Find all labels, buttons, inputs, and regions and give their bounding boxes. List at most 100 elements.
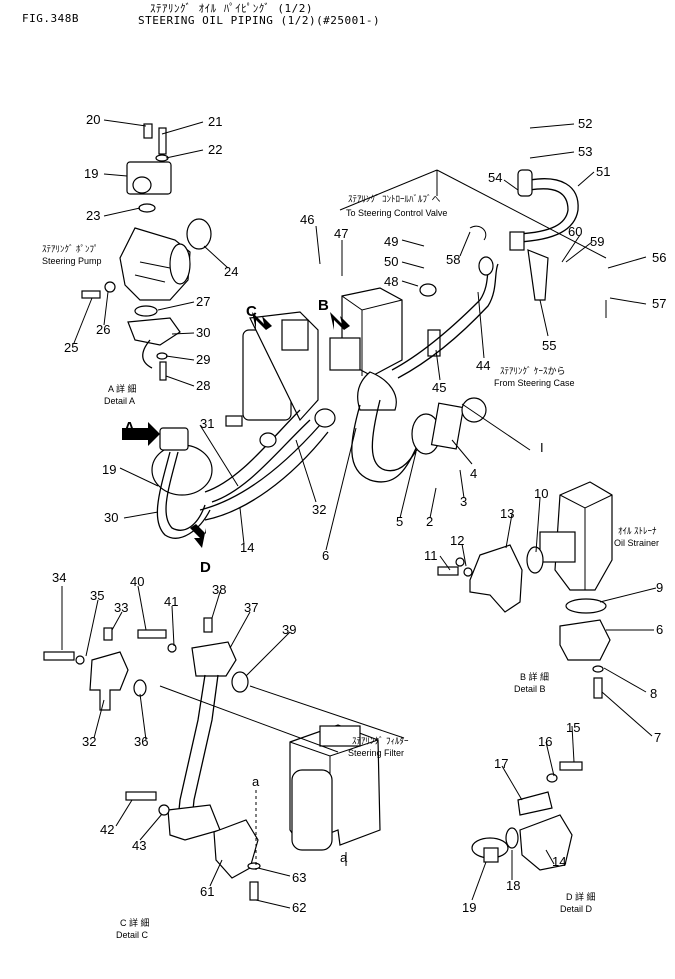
detail-a-label: Detail A bbox=[104, 396, 135, 406]
callout-60: 60 bbox=[568, 224, 582, 239]
steering-filter-label-jp: ｽﾃｱﾘﾝｸﾞ ﾌｨﾙﾀｰ bbox=[352, 736, 409, 746]
callout-38: 38 bbox=[212, 582, 226, 597]
callout-16: 16 bbox=[538, 734, 552, 749]
callout-32-detail-c: 32 bbox=[82, 734, 96, 749]
arrow-c-letter: C bbox=[246, 303, 257, 320]
callout-15: 15 bbox=[566, 720, 580, 735]
callout-46: 46 bbox=[300, 212, 314, 227]
callout-30-main: 30 bbox=[104, 510, 118, 525]
detail-b-label-jp: B 詳 細 bbox=[520, 671, 549, 682]
title-english: STEERING OIL PIPING (1/2)(#25001-) bbox=[138, 14, 381, 27]
callout-4: 4 bbox=[470, 466, 477, 481]
callout-56: 56 bbox=[652, 250, 666, 265]
strainer-block-main bbox=[329, 283, 441, 411]
callout-numbers: 20 21 22 19 23 24 25 26 27 30 29 28 52 5… bbox=[52, 112, 666, 915]
detail-d-label: Detail D bbox=[560, 904, 593, 914]
arrow-b-letter: B bbox=[318, 297, 329, 314]
oil-strainer-label: Oil Strainer bbox=[614, 538, 659, 548]
arrow-a-marker bbox=[122, 422, 160, 446]
callout-35: 35 bbox=[90, 588, 104, 603]
callout-2: 2 bbox=[426, 514, 433, 529]
callout-48: 48 bbox=[384, 274, 398, 289]
callout-25: 25 bbox=[64, 340, 78, 355]
callout-12: 12 bbox=[450, 533, 464, 548]
control-valve-label-jp: ｽﾃｱﾘﾝｸﾞ ｺﾝﾄﾛｰﾙﾊﾞﾙﾌﾞへ bbox=[348, 194, 441, 204]
callout-20: 20 bbox=[86, 112, 100, 127]
callout-49: 49 bbox=[384, 234, 398, 249]
callout-26: 26 bbox=[96, 322, 110, 337]
callout-42: 42 bbox=[100, 822, 114, 837]
callout-40: 40 bbox=[130, 574, 144, 589]
callout-53: 53 bbox=[578, 144, 592, 159]
detail-b-elbow bbox=[437, 544, 523, 613]
callout-14: 14 bbox=[240, 540, 254, 555]
callout-6-detail-b: 6 bbox=[656, 622, 663, 637]
callout-63: 63 bbox=[292, 870, 306, 885]
callout-59: 59 bbox=[590, 234, 604, 249]
callout-23: 23 bbox=[86, 208, 100, 223]
control-valve-label: To Steering Control Valve bbox=[346, 208, 447, 218]
steering-pump-label: Steering Pump bbox=[42, 256, 102, 266]
callout-47: 47 bbox=[334, 226, 348, 241]
callout-24: 24 bbox=[224, 264, 238, 279]
steering-case-label: From Steering Case bbox=[494, 378, 575, 388]
callout-55: 55 bbox=[542, 338, 556, 353]
detail-a-label-jp: A 詳 細 bbox=[108, 383, 137, 394]
callout-37: 37 bbox=[244, 600, 258, 615]
title-japanese: ｽﾃｱﾘﾝｸﾞ ｵｲﾙ ﾊﾟｲﾋﾟﾝｸﾞ (1/2) bbox=[150, 2, 313, 15]
callout-45: 45 bbox=[432, 380, 446, 395]
callout-5: 5 bbox=[396, 514, 403, 529]
callout-33: 33 bbox=[114, 600, 128, 615]
figure-number: FIG.348B bbox=[22, 12, 79, 25]
callout-10: 10 bbox=[534, 486, 548, 501]
callout-31: 31 bbox=[200, 416, 214, 431]
callout-32: 32 bbox=[312, 502, 326, 517]
callout-44: 44 bbox=[476, 358, 490, 373]
callout-19-detail-d: 19 bbox=[462, 900, 476, 915]
detail-c-label: Detail C bbox=[116, 930, 149, 940]
arrow-d-letter: D bbox=[200, 559, 211, 576]
callout-29: 29 bbox=[196, 352, 210, 367]
callout-21: 21 bbox=[208, 114, 222, 129]
steering-filter-label: Steering Filter bbox=[348, 748, 404, 758]
callout-6: 6 bbox=[322, 548, 329, 563]
callout-61: 61 bbox=[200, 884, 214, 899]
callout-19: 19 bbox=[84, 166, 98, 181]
annotation-labels: ｽﾃｱﾘﾝｸﾞ ﾎﾟﾝﾌﾟ Steering Pump A 詳 細 Detail… bbox=[42, 194, 659, 940]
arrow-d-marker bbox=[190, 524, 206, 548]
arrow-b-marker bbox=[330, 312, 350, 330]
steering-pump-label-jp: ｽﾃｱﾘﾝｸﾞ ﾎﾟﾝﾌﾟ bbox=[42, 244, 99, 254]
steering-case-label-jp: ｽﾃｱﾘﾝｸﾞ ｹｰｽから bbox=[500, 366, 566, 376]
detail-d-label-jp: D 詳 細 bbox=[566, 891, 596, 902]
oil-strainer-label-jp: ｵｲﾙ ｽﾄﾚｰﾅ bbox=[618, 526, 657, 536]
callout-18: 18 bbox=[506, 878, 520, 893]
oil-strainer-detail bbox=[526, 481, 613, 699]
callout-30: 30 bbox=[196, 325, 210, 340]
callout-17: 17 bbox=[494, 756, 508, 771]
callout-51: 51 bbox=[596, 164, 610, 179]
callout-62: 62 bbox=[292, 900, 306, 915]
callout-36: 36 bbox=[134, 734, 148, 749]
pump-hose-assembly bbox=[151, 408, 336, 539]
callout-52: 52 bbox=[578, 116, 592, 131]
callout-13: 13 bbox=[500, 506, 514, 521]
detail-c-assembly bbox=[43, 617, 261, 901]
filter-block-main bbox=[242, 311, 319, 422]
callout-8: 8 bbox=[650, 686, 657, 701]
callout-34: 34 bbox=[52, 570, 66, 585]
callout-11: 11 bbox=[424, 548, 438, 563]
detail-c-label-jp: C 詳 細 bbox=[120, 917, 150, 928]
leader-lines bbox=[61, 119, 657, 909]
callout-54: 54 bbox=[488, 170, 502, 185]
steering-pump-assembly bbox=[81, 123, 212, 381]
callout-9: 9 bbox=[656, 580, 663, 595]
callout-27: 27 bbox=[196, 294, 210, 309]
callout-28: 28 bbox=[196, 378, 210, 393]
detail-b-label: Detail B bbox=[514, 684, 546, 694]
callout-22: 22 bbox=[208, 142, 222, 157]
callout-50: 50 bbox=[384, 254, 398, 269]
arrow-a-letter: A bbox=[124, 419, 135, 436]
steering-filter-detail bbox=[289, 724, 381, 851]
callout-39: 39 bbox=[282, 622, 296, 637]
